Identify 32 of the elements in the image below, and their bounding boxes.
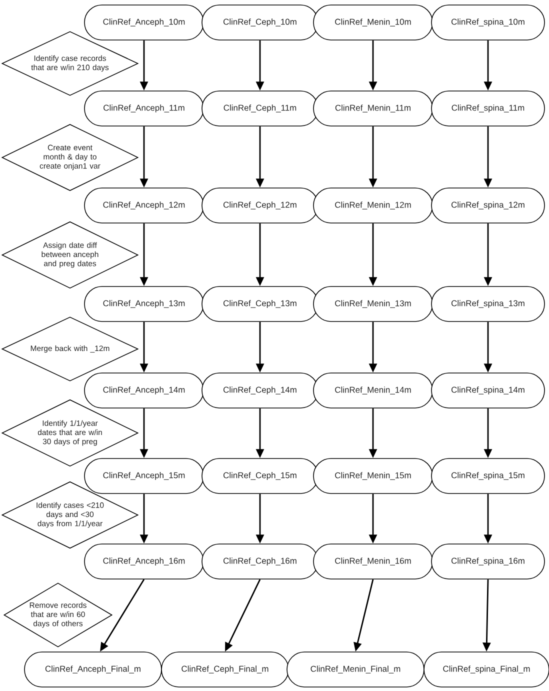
rounded-box: ClinRef_spina_Final_m bbox=[424, 652, 549, 688]
rounded-box: ClinRef_Menin_Final_m bbox=[286, 652, 424, 688]
rounded-box: ClinRef_spina_13m bbox=[431, 286, 545, 322]
rounded-box: ClinRef_spina_12m bbox=[431, 188, 545, 224]
rounded-box: ClinRef_Menin_10m bbox=[313, 4, 433, 40]
rounded-box: ClinRef_spina_10m bbox=[431, 4, 545, 40]
rounded-box: ClinRef_Anceph_12m bbox=[84, 188, 204, 224]
rounded-box: ClinRef_Ceph_15m bbox=[202, 458, 318, 494]
rounded-box: ClinRef_Ceph_11m bbox=[202, 90, 318, 126]
rounded-box: ClinRef_Anceph_15m bbox=[84, 458, 204, 494]
rounded-box: ClinRef_Menin_14m bbox=[313, 372, 433, 408]
rounded-box: ClinRef_Anceph_Final_m bbox=[24, 652, 162, 688]
rounded-box: ClinRef_Menin_13m bbox=[313, 286, 433, 322]
rounded-box: ClinRef_Anceph_16m bbox=[84, 544, 204, 580]
rounded-box: ClinRef_Anceph_13m bbox=[84, 286, 204, 322]
rounded-box: ClinRef_spina_14m bbox=[431, 372, 545, 408]
rounded-box: ClinRef_Menin_16m bbox=[313, 544, 433, 580]
rounded-box: ClinRef_Anceph_14m bbox=[84, 372, 204, 408]
rounded-box: ClinRef_spina_16m bbox=[431, 544, 545, 580]
rounded-box: ClinRef_Menin_11m bbox=[313, 90, 433, 126]
rounded-box: ClinRef_Anceph_11m bbox=[84, 90, 204, 126]
rounded-box: ClinRef_Anceph_10m bbox=[84, 4, 204, 40]
rounded-box: ClinRef_Ceph_Final_m bbox=[161, 652, 289, 688]
rounded-box: ClinRef_Ceph_16m bbox=[202, 544, 318, 580]
rounded-box: ClinRef_Ceph_14m bbox=[202, 372, 318, 408]
rounded-box: ClinRef_Ceph_10m bbox=[202, 4, 318, 40]
rounded-box: ClinRef_spina_15m bbox=[431, 458, 545, 494]
rounded-box: ClinRef_Menin_12m bbox=[313, 188, 433, 224]
rounded-box: ClinRef_Ceph_13m bbox=[202, 286, 318, 322]
rounded-box: ClinRef_Ceph_12m bbox=[202, 188, 318, 224]
rounded-box: ClinRef_spina_11m bbox=[431, 90, 545, 126]
rounded-box: ClinRef_Menin_15m bbox=[313, 458, 433, 494]
